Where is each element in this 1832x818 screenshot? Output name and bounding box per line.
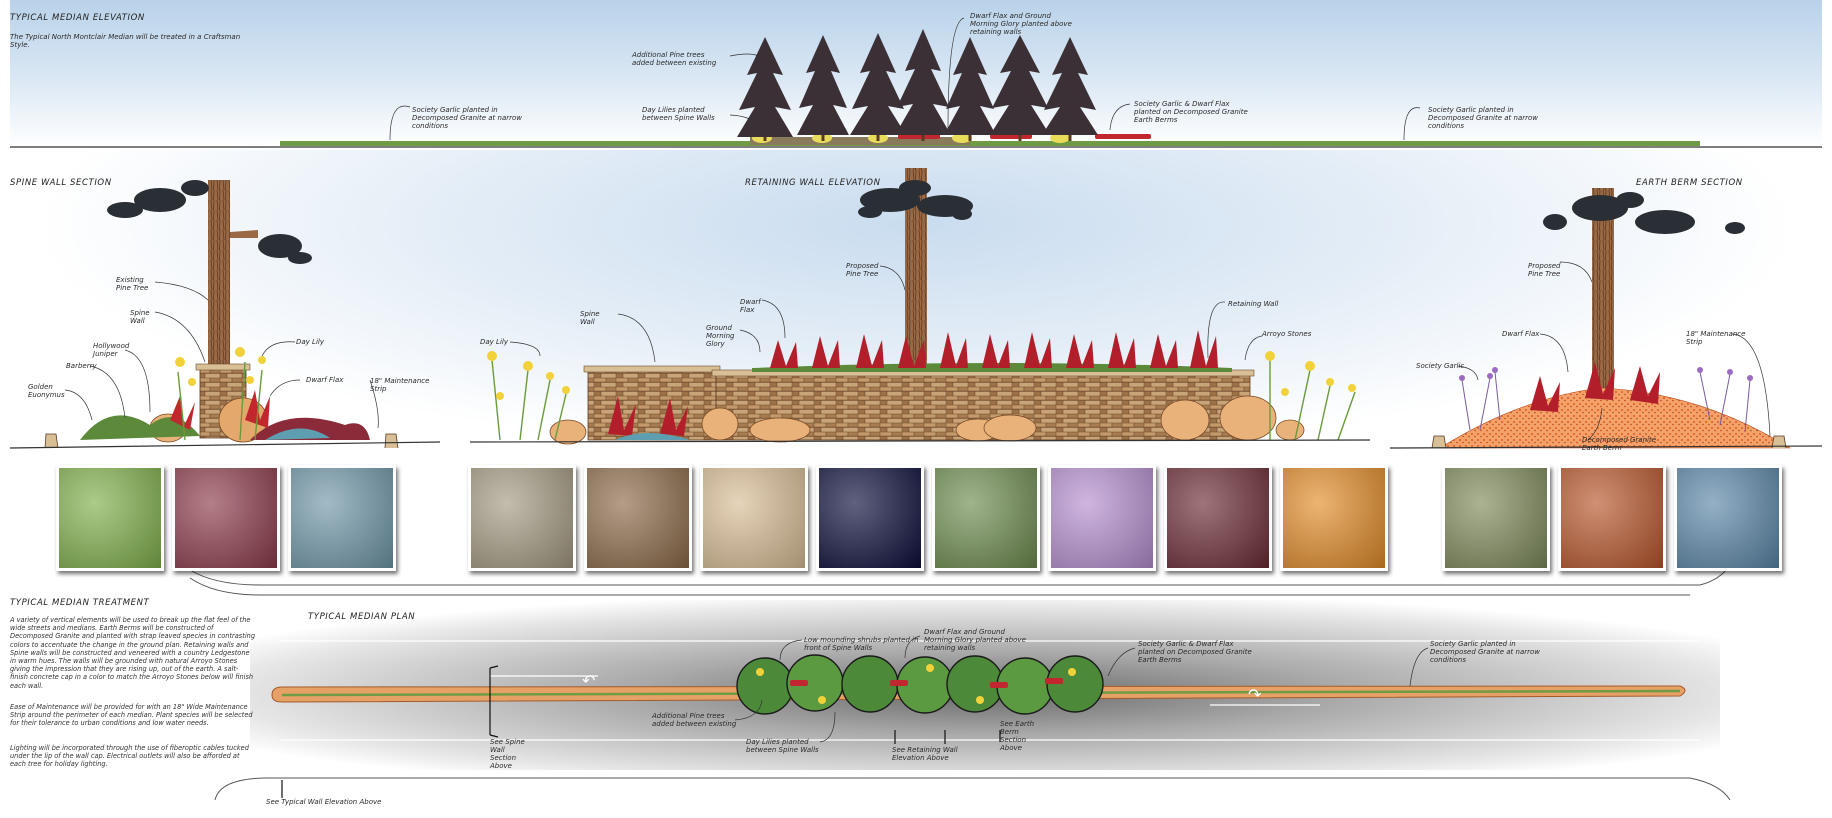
callout-spine-wall-center: Spine Wall	[580, 310, 600, 326]
callout-dwarf-flax-center: Dwarf Flax	[740, 298, 761, 314]
juniper-photo	[288, 465, 396, 571]
callout-elev-day-lilies: Day Lilies planted between Spine Walls	[642, 106, 715, 122]
callout-proposed-pine-right: Proposed Pine Tree	[1528, 262, 1561, 278]
callout-dwarf-flax-right: Dwarf Flax	[1502, 330, 1540, 338]
golden-euonymus-photo	[56, 465, 164, 571]
earth-berm-section-title: EARTH BERM SECTION	[1636, 178, 1743, 188]
callout-plan-day-lilies: Day Lilies planted between Spine Walls	[746, 738, 819, 754]
right-turn-arrow-icon: ↷	[1248, 685, 1262, 704]
callout-decomposed-granite: Decomposed Granite Earth Berm	[1582, 436, 1657, 452]
spine-wall-section-title: SPINE WALL SECTION	[10, 178, 112, 188]
blue-fescue-photo	[1674, 465, 1782, 571]
earth-berm-drawing	[1389, 188, 1823, 449]
callout-existing-pine: Existing Pine Tree	[116, 276, 149, 292]
callout-elev-pine-trees: Additional Pine trees added between exis…	[632, 51, 717, 67]
morning-glory-photo	[1048, 465, 1156, 571]
day-lily-photo	[1280, 465, 1388, 571]
treatment-title: TYPICAL MEDIAN TREATMENT	[10, 598, 150, 608]
elevation-pine-row	[737, 29, 1098, 141]
treatment-paragraph-3: Lighting will be incorporated through th…	[10, 744, 249, 769]
callout-hollywood-juniper: Hollywood Juniper	[93, 342, 130, 358]
callout-maintenance-strip-left: 18" Maintenance Strip	[370, 377, 430, 393]
callout-dwarf-flax-left: Dwarf Flax	[306, 376, 344, 384]
barberry-photo	[172, 465, 280, 571]
elevation-title: TYPICAL MEDIAN ELEVATION	[10, 13, 145, 23]
spine-wall-section-drawing	[9, 180, 441, 449]
callout-society-garlic: Society Garlic	[1416, 362, 1465, 370]
elevation-description: The Typical North Montclair Median will …	[10, 33, 241, 49]
median-plan-drawing	[189, 564, 1731, 801]
callout-elev-garlic-berms: Society Garlic & Dwarf Flax planted on D…	[1134, 100, 1248, 124]
callout-plan-dwarf-flax: Dwarf Flax and Ground Morning Glory plan…	[924, 628, 1026, 652]
arroyo-stones-photo	[468, 465, 576, 571]
callout-golden-euonymus: Golden Euonymus	[28, 383, 65, 399]
callout-elev-garlic-left: Society Garlic planted in Decomposed Gra…	[412, 106, 522, 130]
callout-day-lily-center: Day Lily	[480, 338, 508, 346]
dwarf-flax-photo	[1164, 465, 1272, 571]
callout-plan-see-spine: See Spine Wall Section Above	[490, 738, 525, 770]
callout-plan-garlic-berms: Society Garlic & Dwarf Flax planted on D…	[1138, 640, 1252, 664]
left-turn-arrow-icon: ↶	[582, 671, 595, 690]
callout-elev-garlic-right: Society Garlic planted in Decomposed Gra…	[1428, 106, 1538, 130]
callout-spine-wall: Spine Wall	[130, 309, 150, 325]
callout-elev-dwarf-flax: Dwarf Flax and Ground Morning Glory plan…	[970, 12, 1072, 36]
decomposed-granite-photo	[1558, 465, 1666, 571]
callout-plan-see-typical: See Typical Wall Elevation Above	[266, 798, 382, 806]
ledgestone-photo	[584, 465, 692, 571]
callout-arroyo-stones: Arroyo Stones	[1262, 330, 1312, 338]
median-plan-title: TYPICAL MEDIAN PLAN	[308, 612, 416, 622]
elevation-planting-strip	[280, 141, 1700, 146]
callout-maintenance-strip-right: 18" Maintenance Strip	[1686, 330, 1746, 346]
callout-proposed-pine-center: Proposed Pine Tree	[846, 262, 879, 278]
callout-plan-garlic-right: Society Garlic planted in Decomposed Gra…	[1430, 640, 1540, 664]
fiberoptic-lighting-photo	[816, 465, 924, 571]
callout-plan-low-shrubs: Low mounding shrubs planted in front of …	[804, 636, 919, 652]
callout-retaining-wall: Retaining Wall	[1228, 300, 1279, 308]
callout-plan-pine-trees: Additional Pine trees added between exis…	[652, 712, 737, 728]
callout-barberry: Barberry	[66, 362, 97, 370]
pine-photo	[932, 465, 1040, 571]
callout-plan-see-retaining: See Retaining Wall Elevation Above	[892, 746, 958, 762]
callout-plan-see-berm: See Earth Berm Section Above	[1000, 720, 1035, 752]
retaining-wall-dwarf-flax-row	[770, 330, 1218, 368]
retaining-wall-title: RETAINING WALL ELEVATION	[745, 178, 881, 188]
retaining-wall-drawing	[469, 168, 1371, 445]
treatment-paragraph-1: A variety of vertical elements will be u…	[10, 616, 256, 690]
callout-day-lily-left: Day Lily	[296, 338, 324, 346]
society-garlic-photo	[1442, 465, 1550, 571]
callout-ground-morning-glory: Ground Morning Glory	[706, 324, 735, 348]
wall-cap-photo	[700, 465, 808, 571]
treatment-paragraph-2: Ease of Maintenance will be provided for…	[10, 703, 253, 728]
